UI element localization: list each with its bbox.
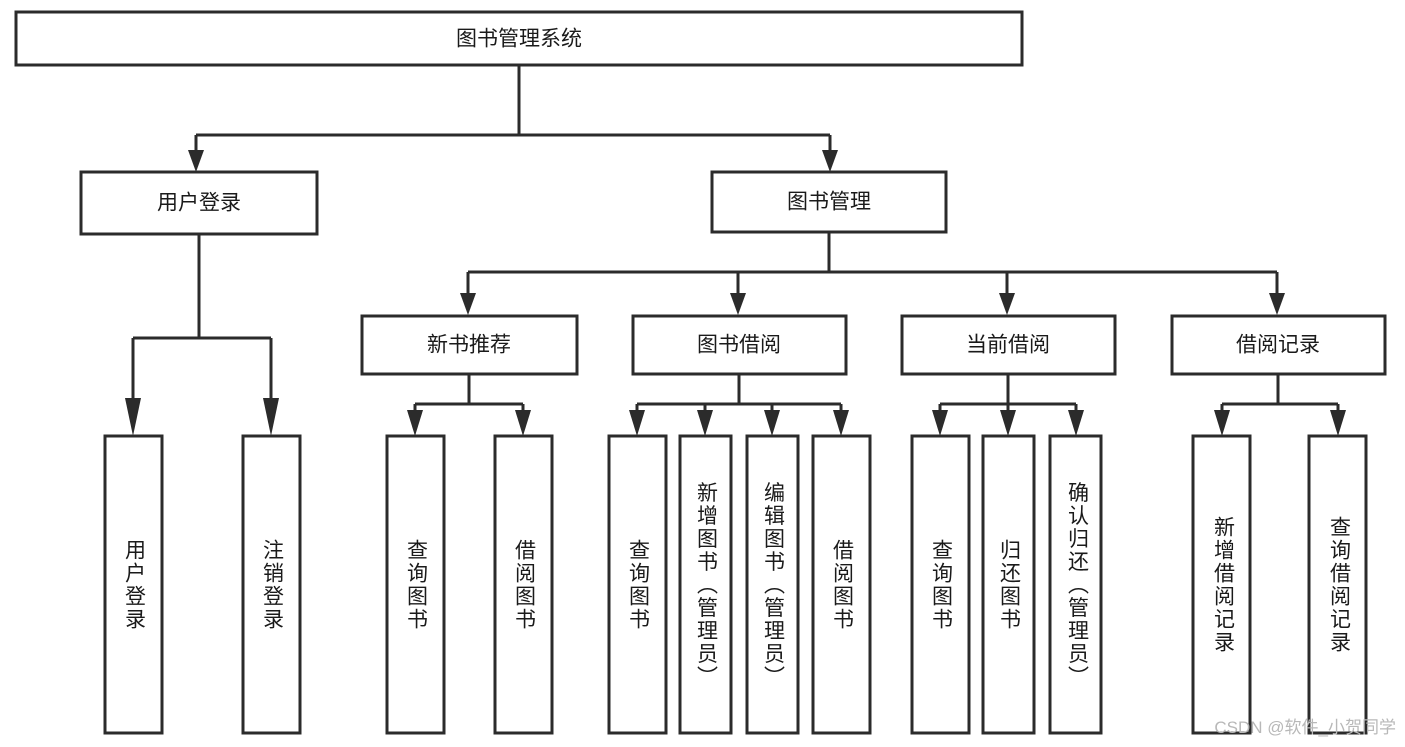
node-user-login-label: 用户登录 bbox=[157, 192, 241, 215]
node-book-manage[interactable]: 图书管理 bbox=[710, 170, 948, 234]
leaf-return-book-label: 归还图书 bbox=[997, 539, 1021, 631]
node-current-borrow-box[interactable] bbox=[900, 314, 1117, 376]
leaf-query-book-1-label: 查询图书 bbox=[404, 539, 428, 631]
node-book-borrow[interactable]: 图书借阅 bbox=[631, 314, 848, 376]
node-book-borrow-box[interactable] bbox=[631, 314, 848, 376]
leaf-borrow-book-1-box[interactable] bbox=[493, 434, 554, 735]
csdn-watermark: CSDN @软件_小贺同学 bbox=[1214, 718, 1396, 737]
leaf-edit-book-box[interactable] bbox=[745, 434, 800, 735]
leaf-edit-book-label: 编辑图书（管理员） bbox=[761, 482, 785, 689]
node-root-box[interactable] bbox=[14, 10, 1024, 67]
leaf-query-book-1[interactable]: 查询图书 bbox=[385, 434, 446, 735]
arrow-to-leaf-add-record bbox=[1214, 410, 1230, 436]
node-new-book-recommend[interactable]: 新书推荐 bbox=[360, 314, 579, 376]
leaf-query-book-2-box[interactable] bbox=[607, 434, 668, 735]
node-borrow-record[interactable]: 借阅记录 bbox=[1170, 314, 1387, 376]
arrow-to-leaf-user-login bbox=[125, 398, 141, 436]
leaf-borrow-book-1[interactable]: 借阅图书 bbox=[493, 434, 554, 735]
leaf-add-record-label: 新增借阅记录 bbox=[1211, 516, 1235, 654]
leaf-borrow-book-1-label: 借阅图书 bbox=[512, 539, 536, 631]
node-new-book-recommend-label: 新书推荐 bbox=[427, 334, 511, 357]
leaf-add-record[interactable]: 新增借阅记录 bbox=[1191, 434, 1252, 735]
node-user-login[interactable]: 用户登录 bbox=[79, 170, 319, 236]
leaf-borrow-book-2[interactable]: 借阅图书 bbox=[811, 434, 872, 735]
arrow-to-leaf-query-book-1 bbox=[407, 410, 423, 436]
node-root-label: 图书管理系统 bbox=[456, 28, 582, 51]
node-new-book-recommend-box[interactable] bbox=[360, 314, 579, 376]
node-user-login-box[interactable] bbox=[79, 170, 319, 236]
arrow-to-book-manage bbox=[822, 150, 838, 172]
arrow-to-borrow-record bbox=[1269, 293, 1285, 315]
leaf-query-book-3-label: 查询图书 bbox=[929, 539, 953, 631]
leaf-edit-book[interactable]: 编辑图书（管理员） bbox=[745, 434, 800, 735]
leaf-query-book-3-box[interactable] bbox=[910, 434, 971, 735]
node-book-manage-label: 图书管理 bbox=[787, 191, 871, 214]
leaf-query-record-box[interactable] bbox=[1307, 434, 1368, 735]
leaf-user-login[interactable]: 用户登录 bbox=[103, 434, 164, 735]
arrow-to-leaf-return-book bbox=[1000, 410, 1016, 436]
arrow-to-leaf-user-logout bbox=[263, 398, 279, 436]
arrow-to-user-login bbox=[188, 150, 204, 172]
leaf-user-logout[interactable]: 注销登录 bbox=[241, 434, 302, 735]
node-borrow-record-label: 借阅记录 bbox=[1236, 334, 1320, 357]
arrow-to-leaf-query-book-3 bbox=[932, 410, 948, 436]
leaf-add-book-label: 新增图书（管理员） bbox=[694, 482, 718, 689]
leaf-add-record-box[interactable] bbox=[1191, 434, 1252, 735]
leaf-return-book[interactable]: 归还图书 bbox=[981, 434, 1036, 735]
leaf-borrow-book-2-box[interactable] bbox=[811, 434, 872, 735]
leaf-user-logout-label: 注销登录 bbox=[260, 539, 284, 631]
arrow-to-leaf-borrow-book-2 bbox=[833, 410, 849, 436]
leaf-confirm-return-box[interactable] bbox=[1048, 434, 1103, 735]
leaf-user-logout-box[interactable] bbox=[241, 434, 302, 735]
arrow-to-new-book-recommend bbox=[460, 293, 476, 315]
leaf-query-record-label: 查询借阅记录 bbox=[1327, 516, 1351, 654]
arrow-to-current-borrow bbox=[999, 293, 1015, 315]
leaf-query-book-2[interactable]: 查询图书 bbox=[607, 434, 668, 735]
arrow-to-leaf-borrow-book-1 bbox=[515, 410, 531, 436]
node-current-borrow[interactable]: 当前借阅 bbox=[900, 314, 1117, 376]
node-book-manage-box[interactable] bbox=[710, 170, 948, 234]
leaf-confirm-return[interactable]: 确认归还（管理员） bbox=[1048, 434, 1103, 735]
leaf-add-book[interactable]: 新增图书（管理员） bbox=[678, 434, 733, 735]
leaf-query-book-1-box[interactable] bbox=[385, 434, 446, 735]
leaf-query-book-3[interactable]: 查询图书 bbox=[910, 434, 971, 735]
node-borrow-record-box[interactable] bbox=[1170, 314, 1387, 376]
arrow-to-book-borrow bbox=[730, 293, 746, 315]
arrow-to-leaf-confirm-return bbox=[1068, 410, 1084, 436]
leaf-user-login-box[interactable] bbox=[103, 434, 164, 735]
arrow-to-leaf-query-record bbox=[1330, 410, 1346, 436]
connector-layer bbox=[125, 65, 1346, 436]
leaf-return-book-box[interactable] bbox=[981, 434, 1036, 735]
node-current-borrow-label: 当前借阅 bbox=[966, 334, 1050, 357]
leaf-confirm-return-label: 确认归还（管理员） bbox=[1065, 482, 1089, 689]
arrow-to-leaf-add-book bbox=[697, 410, 713, 436]
leaf-borrow-book-2-label: 借阅图书 bbox=[830, 539, 854, 631]
arrow-to-leaf-edit-book bbox=[764, 410, 780, 436]
leaf-query-book-2-label: 查询图书 bbox=[626, 539, 650, 631]
node-book-borrow-label: 图书借阅 bbox=[697, 334, 781, 357]
leaf-query-record[interactable]: 查询借阅记录 bbox=[1307, 434, 1368, 735]
leaf-user-login-label: 用户登录 bbox=[122, 539, 146, 631]
arrow-to-leaf-query-book-2 bbox=[629, 410, 645, 436]
node-root[interactable]: 图书管理系统 bbox=[14, 10, 1024, 67]
leaf-add-book-box[interactable] bbox=[678, 434, 733, 735]
